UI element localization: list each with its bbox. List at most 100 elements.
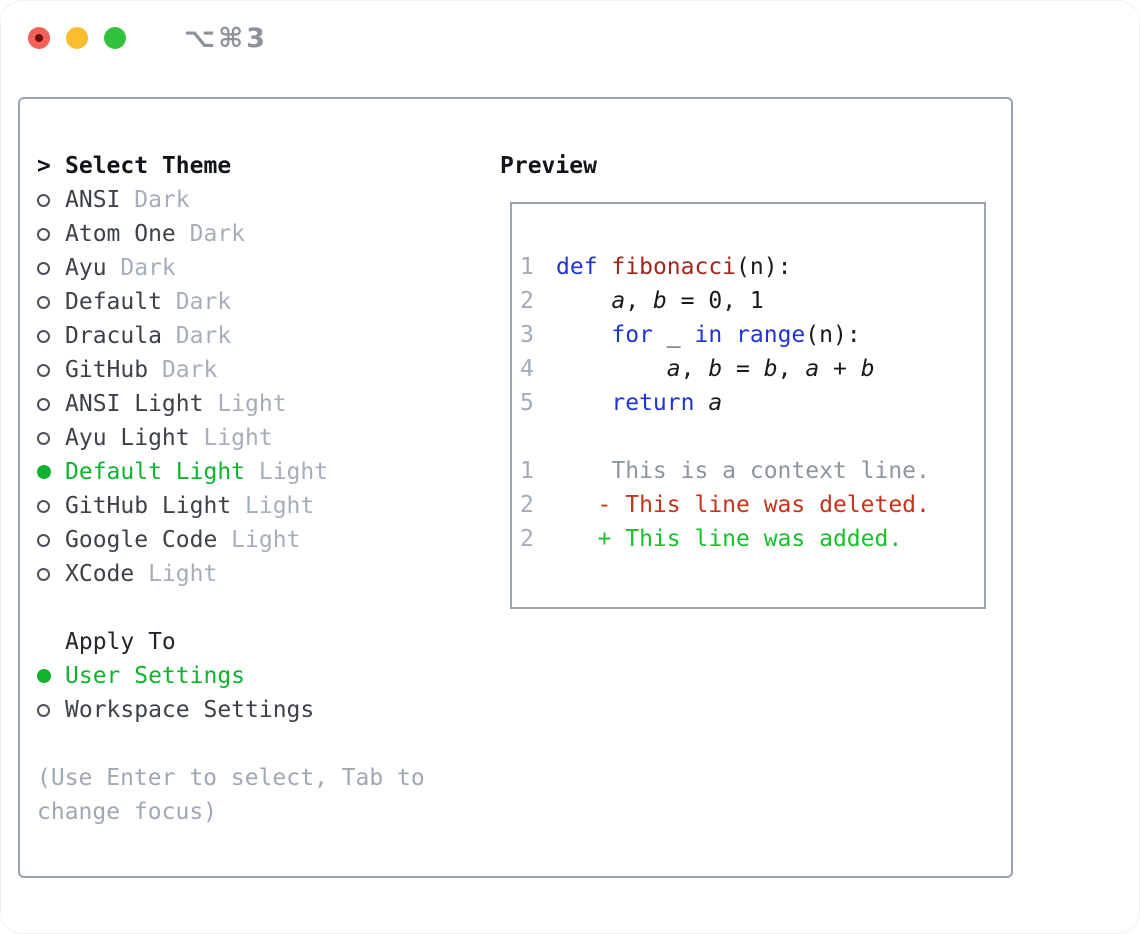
option-label: ANSI [65, 187, 121, 213]
line-number: 2 [520, 492, 534, 518]
minimize-button[interactable] [66, 27, 88, 49]
line-number: 1 [520, 458, 534, 484]
token-var: b [860, 356, 875, 382]
theme-option[interactable]: ANSI Light Light [37, 387, 439, 421]
theme-option[interactable]: Default Light Light [37, 455, 439, 489]
token-var: b [652, 288, 667, 314]
token-add: + This line was added. [556, 526, 903, 552]
radio-icon [37, 397, 50, 411]
radio-marker [37, 567, 65, 581]
variant-tag: Dark [106, 255, 176, 281]
option-label: Ayu [65, 255, 107, 281]
spacer [37, 727, 439, 761]
theme-option[interactable]: Google Code Light [37, 523, 439, 557]
radio-marker [37, 465, 65, 479]
radio-selected-icon [37, 669, 51, 683]
radio-icon [37, 533, 50, 547]
radio-selected-icon [37, 465, 51, 479]
line-number: 1 [520, 254, 534, 280]
code-text: This is a context line. [556, 454, 930, 488]
option-label: Google Code [65, 527, 218, 553]
token: + [819, 356, 861, 382]
variant-tag: Dark [148, 357, 218, 383]
token [694, 390, 708, 416]
spacer [37, 591, 439, 625]
window-shortcut-label: ⌥⌘3 [184, 22, 268, 54]
radio-marker [37, 329, 65, 343]
token [722, 322, 736, 348]
apply-to-option[interactable]: Workspace Settings [37, 693, 439, 727]
variant-tag: Light [134, 561, 218, 587]
code-text: a, b = b, a + b [556, 352, 875, 386]
select-theme-title: Select Theme [65, 153, 232, 179]
token: = [722, 356, 764, 382]
theme-option[interactable]: Atom One Dark [37, 217, 439, 251]
option-label: Default [65, 289, 162, 315]
code-text: return a [556, 386, 722, 420]
code-line: 2 + This line was added. [520, 522, 976, 556]
cursor-icon: > [37, 153, 51, 179]
apply-to-option[interactable]: User Settings [37, 659, 439, 693]
theme-option[interactable]: GitHub Light Light [37, 489, 439, 523]
theme-option[interactable]: XCode Light [37, 557, 439, 591]
keyboard-hint: (Use Enter to select, Tab to change focu… [37, 765, 425, 825]
token [598, 254, 612, 280]
window-titlebar: ⌥⌘3 [0, 0, 1140, 76]
option-label: Ayu Light [65, 425, 190, 451]
theme-option[interactable]: GitHub Dark [37, 353, 439, 387]
token [556, 288, 611, 314]
zoom-button[interactable] [104, 27, 126, 49]
select-theme-header: > Select Theme [37, 149, 439, 183]
token: , [625, 288, 653, 314]
variant-tag: Dark [120, 187, 190, 213]
line-number: 2 [520, 526, 534, 552]
radio-marker [37, 533, 65, 547]
token-kw: return [611, 390, 695, 416]
code-line: 2 a, b = 0, 1 [520, 284, 976, 318]
line-number [520, 420, 534, 454]
radio-marker [37, 261, 65, 275]
token [556, 322, 611, 348]
variant-tag: Light [231, 493, 315, 519]
token: (n): [736, 254, 792, 280]
option-label: Default Light [65, 459, 246, 485]
theme-option[interactable]: ANSI Dark [37, 183, 439, 217]
token: = 0, 1 [666, 288, 764, 314]
variant-tag: Light [189, 425, 273, 451]
apply-to-header: Apply To [37, 625, 439, 659]
code-line: 1 This is a context line. [520, 454, 976, 488]
radio-icon [37, 363, 50, 377]
token-var: b [708, 356, 723, 382]
code-line: 4 a, b = b, a + b [520, 352, 976, 386]
theme-option[interactable]: Default Dark [37, 285, 439, 319]
line-number: 5 [520, 390, 534, 416]
close-button[interactable] [28, 27, 50, 49]
option-label: GitHub Light [65, 493, 232, 519]
apply-to-title: Apply To [65, 629, 176, 655]
radio-icon [37, 329, 50, 343]
line-number: 3 [520, 322, 534, 348]
theme-option[interactable]: Dracula Dark [37, 319, 439, 353]
variant-tag: Dark [161, 323, 232, 349]
radio-icon [37, 703, 50, 717]
token: _ [652, 322, 695, 348]
token-ctx: This is a context line. [556, 458, 930, 484]
theme-option[interactable]: Ayu Dark [37, 251, 439, 285]
token-kw: def [556, 254, 598, 280]
token-var: b [763, 356, 778, 382]
token [556, 356, 667, 382]
code-line: 3 for _ in range(n): [520, 318, 976, 352]
theme-option[interactable]: Ayu Light Light [37, 421, 439, 455]
radio-icon [37, 567, 50, 581]
option-label: ANSI Light [65, 391, 204, 417]
radio-marker [37, 499, 65, 513]
code-text: + This line was added. [556, 522, 903, 556]
radio-icon [37, 193, 50, 207]
option-label: GitHub [65, 357, 149, 383]
token-del: - This line was deleted. [556, 492, 930, 518]
token-kw: in [694, 322, 723, 348]
radio-marker [37, 227, 65, 241]
